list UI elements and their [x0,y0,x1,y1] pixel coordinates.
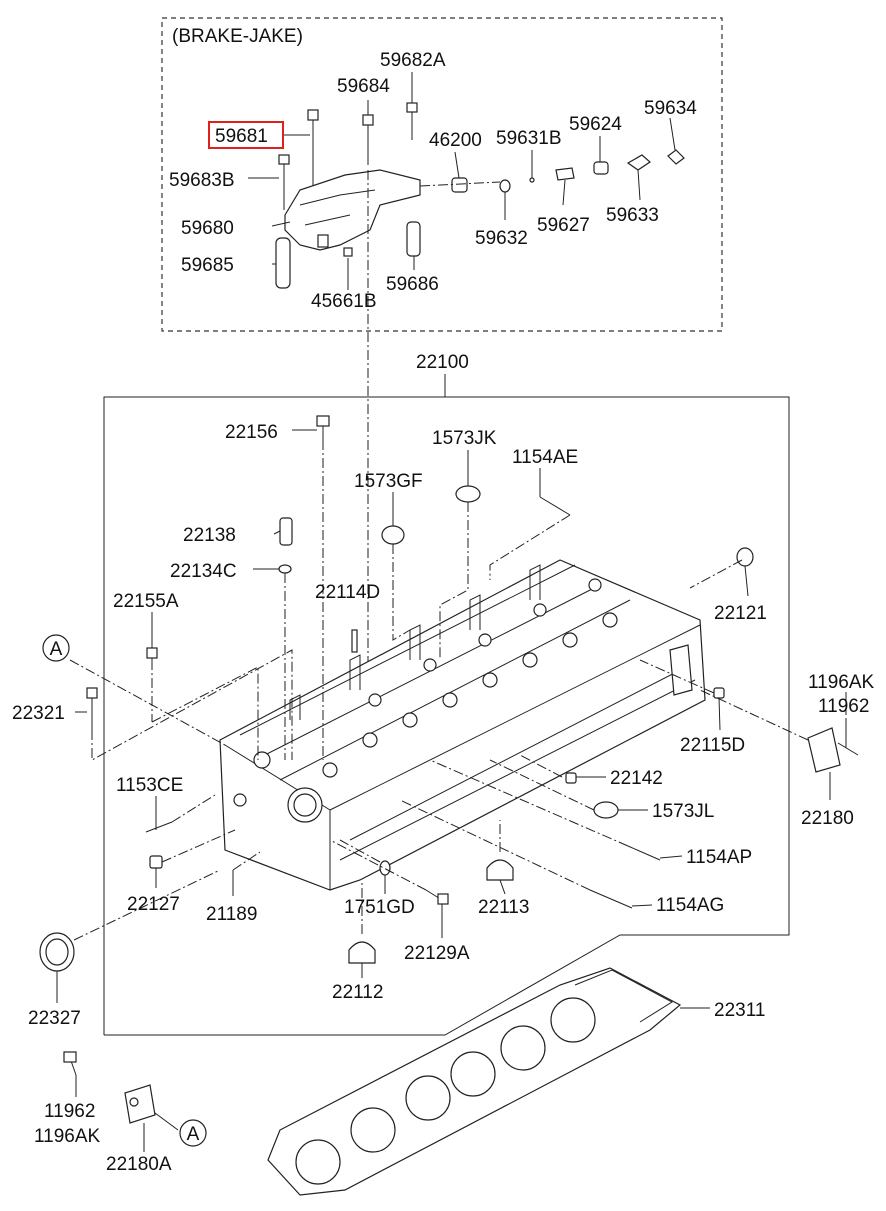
callout-22327[interactable]: 22327 [28,1008,81,1029]
highlighted-part-box [208,121,284,149]
callout-22321[interactable]: 22321 [12,703,65,724]
callout-22311[interactable]: 22311 [714,1000,765,1021]
callout-1154AE[interactable]: 1154AE [512,447,578,468]
reference-a-circle-bottom [179,1119,207,1147]
callout-22121[interactable]: 22121 [714,603,767,624]
callout-22113[interactable]: 22113 [478,897,529,918]
callout-59682A[interactable]: 59682A [380,50,446,71]
reference-a-circle-top [42,634,70,662]
pin-59685 [275,237,291,289]
callout-22180A[interactable]: 22180A [106,1154,172,1175]
callout-1154AG[interactable]: 1154AG [656,895,724,916]
callout-22156[interactable]: 22156 [225,422,278,443]
callout-22115D[interactable]: 22115D [680,735,745,756]
callout-22129A[interactable]: 22129A [404,943,470,964]
brake-jake-title: (BRAKE-JAKE) [172,26,303,47]
callout-59633[interactable]: 59633 [606,205,659,226]
cylinder-head-block [219,559,706,891]
callout-22134C[interactable]: 22134C [170,561,237,582]
callout-1196AK-left[interactable]: 1196AK [34,1126,101,1147]
callout-59685[interactable]: 59685 [181,255,234,276]
brake-jake-leader-lines [248,72,676,745]
callout-59683B[interactable]: 59683B [169,170,235,191]
sleeve-59686 [406,221,421,257]
callout-22127[interactable]: 22127 [127,894,180,915]
callout-22142[interactable]: 22142 [610,768,663,789]
callout-1196AK-right[interactable]: 1196AK [808,672,875,693]
cylinder-head-assembly-frame [103,396,790,1036]
callout-22138[interactable]: 22138 [183,525,236,546]
callout-21189[interactable]: 21189 [206,904,257,925]
callout-labels: 59682A 59684 59681 46200 59631B 59624 59… [12,50,875,1175]
callout-59681[interactable]: 59681 [215,126,268,147]
callout-1573JL[interactable]: 1573JL [652,801,714,822]
callout-1573JK[interactable]: 1573JK [432,428,497,449]
assembly-guide-lines [69,440,809,941]
callout-59631B[interactable]: 59631B [496,128,562,149]
callout-45661B[interactable]: 45661B [311,291,377,312]
leader-lines [56,374,847,1152]
callout-22155A[interactable]: 22155A [113,591,179,612]
callout-22180[interactable]: 22180 [801,808,854,829]
reference-a-label-bottom: A [187,1124,200,1145]
callout-1573GF[interactable]: 1573GF [354,471,423,492]
callout-59680[interactable]: 59680 [181,218,234,239]
callout-1154AP[interactable]: 1154AP [686,847,752,868]
brake-jake-parts [275,102,685,289]
callout-22112[interactable]: 22112 [332,982,383,1003]
callout-22114D[interactable]: 22114D [315,582,380,603]
head-gasket [267,967,682,1196]
callout-59686[interactable]: 59686 [386,274,439,295]
callout-11962-right[interactable]: 11962 [818,696,869,717]
callout-1751GD[interactable]: 1751GD [344,897,415,918]
callout-59627[interactable]: 59627 [537,215,590,236]
callout-59624[interactable]: 59624 [569,114,622,135]
callout-46200[interactable]: 46200 [429,130,482,151]
reference-a-label-top: A [50,639,63,660]
brake-housing [284,169,421,251]
callout-59634[interactable]: 59634 [644,98,697,119]
callout-59684[interactable]: 59684 [337,76,390,97]
brake-jake-group-box [161,17,723,332]
callout-59632[interactable]: 59632 [475,228,528,249]
callout-1153CE[interactable]: 1153CE [116,775,183,796]
callout-11962-left[interactable]: 11962 [44,1101,95,1122]
callout-22100[interactable]: 22100 [416,352,469,373]
